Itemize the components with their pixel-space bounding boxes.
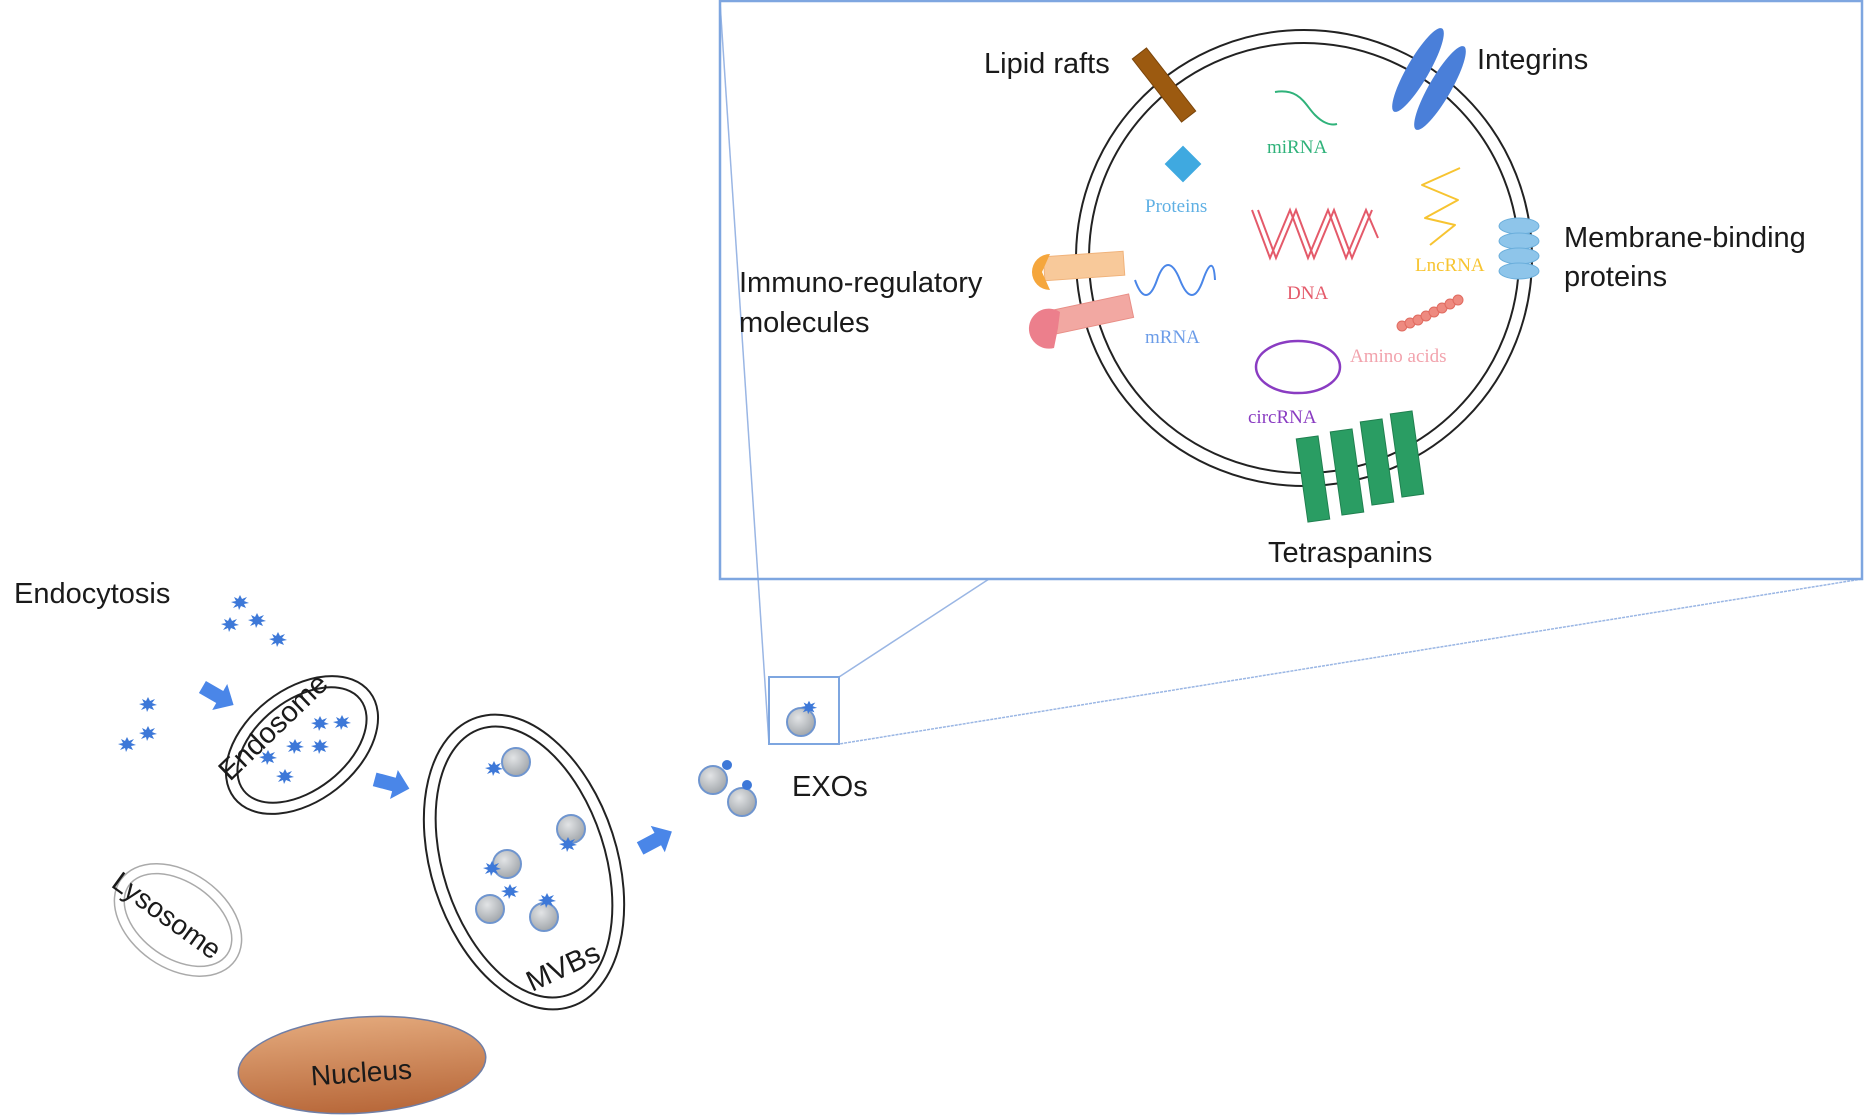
- label-lipid-rafts: Lipid rafts: [984, 48, 1110, 80]
- arrow-endocytosis: [194, 674, 242, 718]
- label-mirna: miRNA: [1267, 137, 1327, 158]
- mirna-icon: [1274, 90, 1338, 126]
- label-immuno-regulatory: Immuno-regulatory: [739, 267, 983, 299]
- integrin-icon: [1392, 28, 1466, 130]
- label-lysosome: Lysosome: [106, 866, 227, 965]
- label-tetraspanins: Tetraspanins: [1268, 537, 1432, 569]
- label-integrins: Integrins: [1477, 44, 1588, 76]
- label-mvbs: MVBs: [521, 937, 605, 999]
- label-lncrna: LncRNA: [1415, 255, 1485, 276]
- zoom-callout: [718, 0, 1864, 745]
- mvbs: MVBs: [422, 713, 626, 1011]
- projection-line-left: [719, 1, 770, 745]
- projection-line-bottom: [838, 578, 1863, 745]
- magnified-exosome-icon: [786, 700, 818, 737]
- membrane-binding-protein-icon: [1498, 217, 1540, 280]
- label-proteins: Proteins: [1145, 196, 1207, 217]
- label-nucleus: Nucleus: [310, 1054, 413, 1092]
- label-exos: EXOs: [792, 771, 868, 803]
- magnify-box: [768, 676, 840, 745]
- lncrna-icon: [1421, 167, 1461, 246]
- label-immuno-molecules: molecules: [739, 307, 870, 339]
- lipid-raft-icon: [1131, 47, 1197, 123]
- projection-line-top: [838, 578, 990, 678]
- label-endocytosis: Endocytosis: [14, 578, 170, 610]
- mrna-icon: [1134, 264, 1216, 296]
- endosome: Endosome: [213, 668, 380, 815]
- arrow-to-exos: [633, 818, 679, 862]
- exosome-detail: Lipid rafts Integrins Membrane-binding p…: [739, 28, 1806, 569]
- tetraspanin-icon: [1295, 410, 1425, 523]
- proteins-icon: [1164, 145, 1202, 183]
- label-dna: DNA: [1287, 283, 1328, 304]
- immuno-regulatory-icon: [1028, 250, 1135, 349]
- detail-box: [718, 0, 1864, 581]
- amino-acids-icon: [1396, 294, 1464, 332]
- arrow-to-mvbs: [370, 764, 414, 804]
- label-amino-acids: Amino acids: [1350, 346, 1447, 367]
- lysosome: Lysosome: [106, 863, 243, 977]
- label-mrna: mRNA: [1145, 327, 1200, 348]
- released-exosomes: EXOs: [698, 760, 868, 817]
- label-membrane-binding-proteins: proteins: [1564, 261, 1667, 293]
- label-membrane-binding: Membrane-binding: [1564, 222, 1806, 254]
- nucleus: Nucleus: [237, 1015, 487, 1115]
- dna-icon: [1251, 207, 1379, 261]
- biogenesis-pathway: Endocytosis Endosome: [14, 578, 868, 1115]
- circrna-icon: [1254, 339, 1342, 395]
- label-circrna: circRNA: [1248, 407, 1317, 428]
